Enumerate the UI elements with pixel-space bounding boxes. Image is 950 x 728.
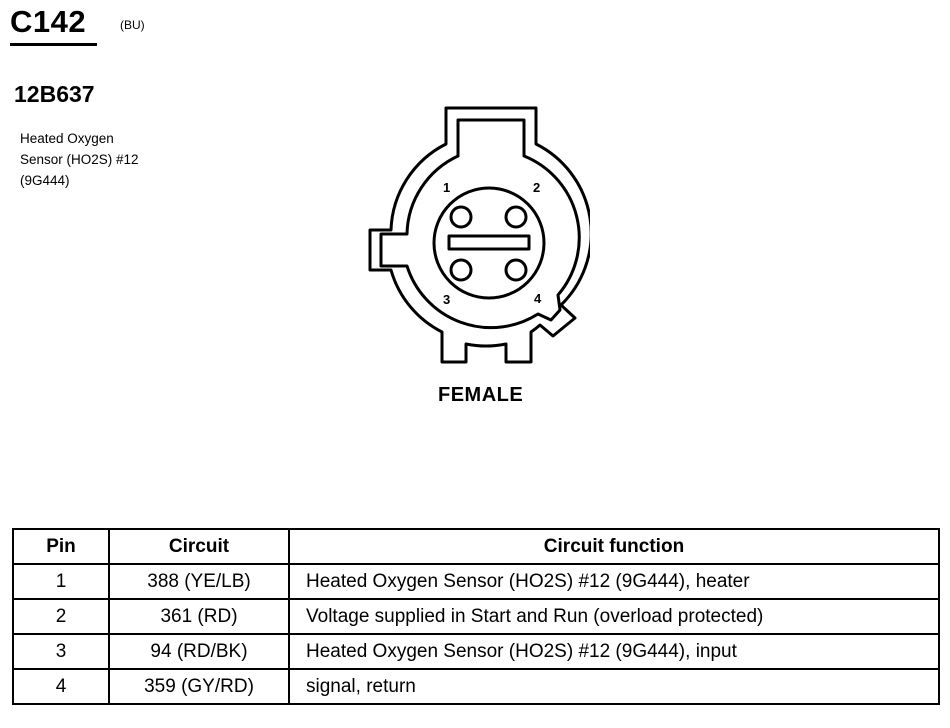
cell-pin: 3 (12, 633, 110, 670)
pin-3-label: 3 (443, 292, 450, 307)
pin-4-cavity (504, 258, 528, 282)
cell-function: Voltage supplied in Start and Run (overl… (288, 598, 940, 635)
table-row: 2 361 (RD) Voltage supplied in Start and… (12, 598, 940, 635)
part-number: 12B637 (14, 81, 95, 107)
description-line: (9G444) (20, 173, 70, 188)
cell-function: signal, return (288, 668, 940, 705)
pin-2-label: 2 (533, 180, 540, 195)
description-line: Sensor (HO2S) #12 (20, 152, 139, 167)
table-row: 1 388 (YE/LB) Heated Oxygen Sensor (HO2S… (12, 563, 940, 600)
cell-circuit: 388 (YE/LB) (108, 563, 290, 600)
pin-2-cavity (504, 205, 528, 229)
cell-function: Heated Oxygen Sensor (HO2S) #12 (9G444),… (288, 563, 940, 600)
table-row: 4 359 (GY/RD) signal, return (12, 668, 940, 705)
header-circuit-function: Circuit function (288, 528, 940, 565)
cell-function: Heated Oxygen Sensor (HO2S) #12 (9G444),… (288, 633, 940, 670)
connector-color-code: (BU) (120, 18, 145, 32)
connector-housing-inner-line (379, 118, 581, 330)
description-line: Heated Oxygen (20, 131, 114, 146)
pinout-table: Pin Circuit Circuit function 1 388 (YE/L… (12, 528, 940, 705)
cell-circuit: 94 (RD/BK) (108, 633, 290, 670)
pin-4-label: 4 (534, 291, 542, 306)
pin-3-cavity (449, 258, 473, 282)
header-pin: Pin (12, 528, 110, 565)
component-description: Heated Oxygen Sensor (HO2S) #12 (9G444) (20, 128, 220, 191)
connector-face-diagram: 1 2 3 4 (368, 106, 590, 364)
pin-1-cavity (449, 205, 473, 229)
connector-id: C142 (10, 4, 87, 39)
cell-pin: 1 (12, 563, 110, 600)
table-row: 3 94 (RD/BK) Heated Oxygen Sensor (HO2S)… (12, 633, 940, 670)
title-underline (10, 43, 97, 46)
cell-pin: 4 (12, 668, 110, 705)
connector-gender-label: FEMALE (438, 384, 524, 406)
pin-1-label: 1 (443, 180, 450, 195)
center-key-bar (447, 234, 531, 251)
terminal-face (432, 186, 546, 300)
cell-pin: 2 (12, 598, 110, 635)
table-header-row: Pin Circuit Circuit function (12, 528, 940, 565)
header-circuit: Circuit (108, 528, 290, 565)
connector-housing-outline (368, 106, 590, 364)
cell-circuit: 361 (RD) (108, 598, 290, 635)
cell-circuit: 359 (GY/RD) (108, 668, 290, 705)
